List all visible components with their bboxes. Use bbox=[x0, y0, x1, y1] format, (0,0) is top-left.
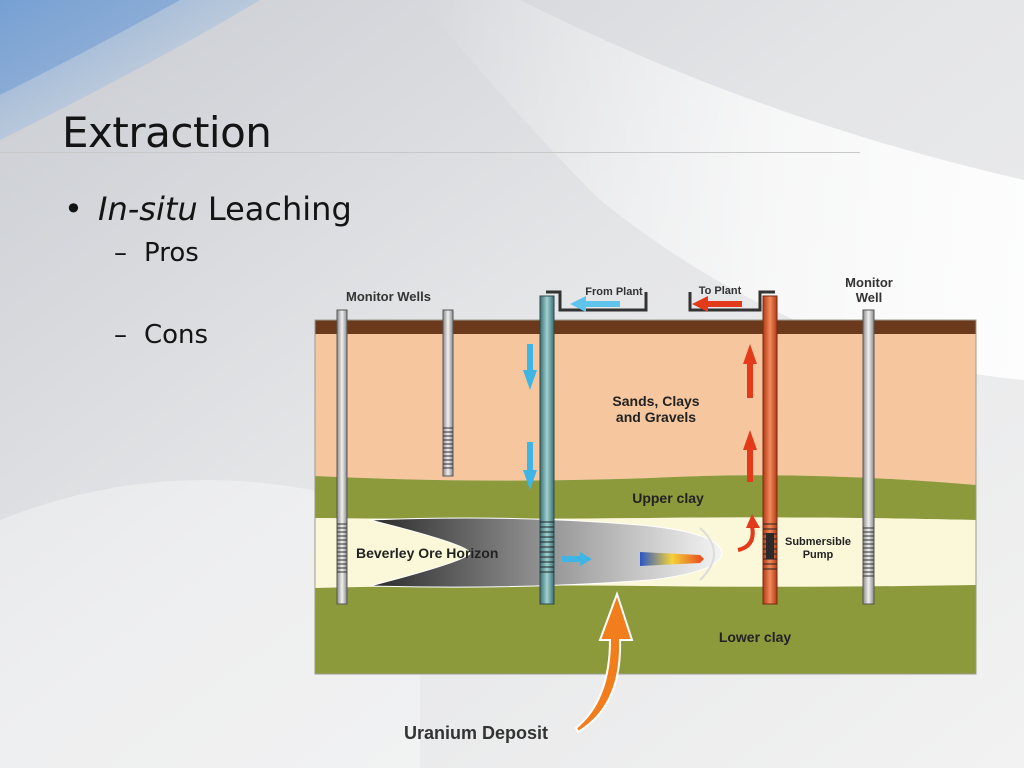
sands-label-line1: Sands, Clays bbox=[612, 393, 699, 409]
sands-label-line2: and Gravels bbox=[616, 409, 696, 425]
from-plant-label: From Plant bbox=[585, 286, 643, 298]
lower-clay-label: Lower clay bbox=[719, 629, 792, 645]
ore-flow-arrow-icon bbox=[562, 514, 760, 566]
subbullet-label: Pros bbox=[144, 238, 199, 268]
uranium-deposit-arrow-icon bbox=[574, 590, 634, 734]
monitor-wells-label: Monitor Wells bbox=[346, 289, 431, 304]
upper-clay-layer bbox=[315, 475, 976, 520]
uranium-deposit-label: Uranium Deposit bbox=[404, 723, 548, 743]
injection-down-arrow-icon bbox=[523, 344, 537, 490]
recovery-up-arrow-icon bbox=[743, 344, 757, 482]
submersible-pump-label-line1: Submersible bbox=[785, 536, 851, 548]
slide-title: Extraction bbox=[62, 108, 272, 157]
ore-horizon-label: Beverley Ore Horizon bbox=[356, 545, 498, 561]
dash-icon: – bbox=[114, 320, 127, 350]
subbullet-cons: –Cons bbox=[114, 320, 208, 350]
lower-clay-layer bbox=[315, 585, 976, 674]
bullet-text: Leaching bbox=[197, 190, 352, 228]
bullet-dot-icon: • bbox=[64, 190, 83, 228]
monitor-well-left bbox=[336, 309, 348, 605]
to-plant-label: To Plant bbox=[699, 285, 742, 297]
monitor-well-label-line1: Monitor bbox=[845, 275, 893, 290]
submersible-pump-icon bbox=[766, 533, 774, 559]
dash-icon: – bbox=[114, 238, 127, 268]
topsoil-layer bbox=[315, 320, 976, 334]
title-divider bbox=[0, 152, 860, 153]
to-plant-arrow-icon bbox=[692, 296, 742, 312]
subbullet-label: Cons bbox=[144, 320, 209, 350]
sand-layer bbox=[315, 334, 976, 485]
upper-clay-label: Upper clay bbox=[632, 490, 704, 506]
monitor-well-right bbox=[862, 309, 875, 605]
from-plant-arrow-icon bbox=[570, 296, 620, 312]
subbullet-pros: –Pros bbox=[114, 238, 199, 268]
monitor-well-middle bbox=[442, 309, 454, 477]
recovery-well bbox=[688, 290, 778, 605]
submersible-pump-label-line2: Pump bbox=[803, 549, 834, 561]
bullet-in-situ-leaching: • In-situ Leaching bbox=[64, 190, 352, 228]
injection-well bbox=[539, 290, 648, 605]
monitor-well-label-line2: Well bbox=[856, 290, 883, 305]
bullet-italic-text: In-situ bbox=[98, 190, 198, 228]
